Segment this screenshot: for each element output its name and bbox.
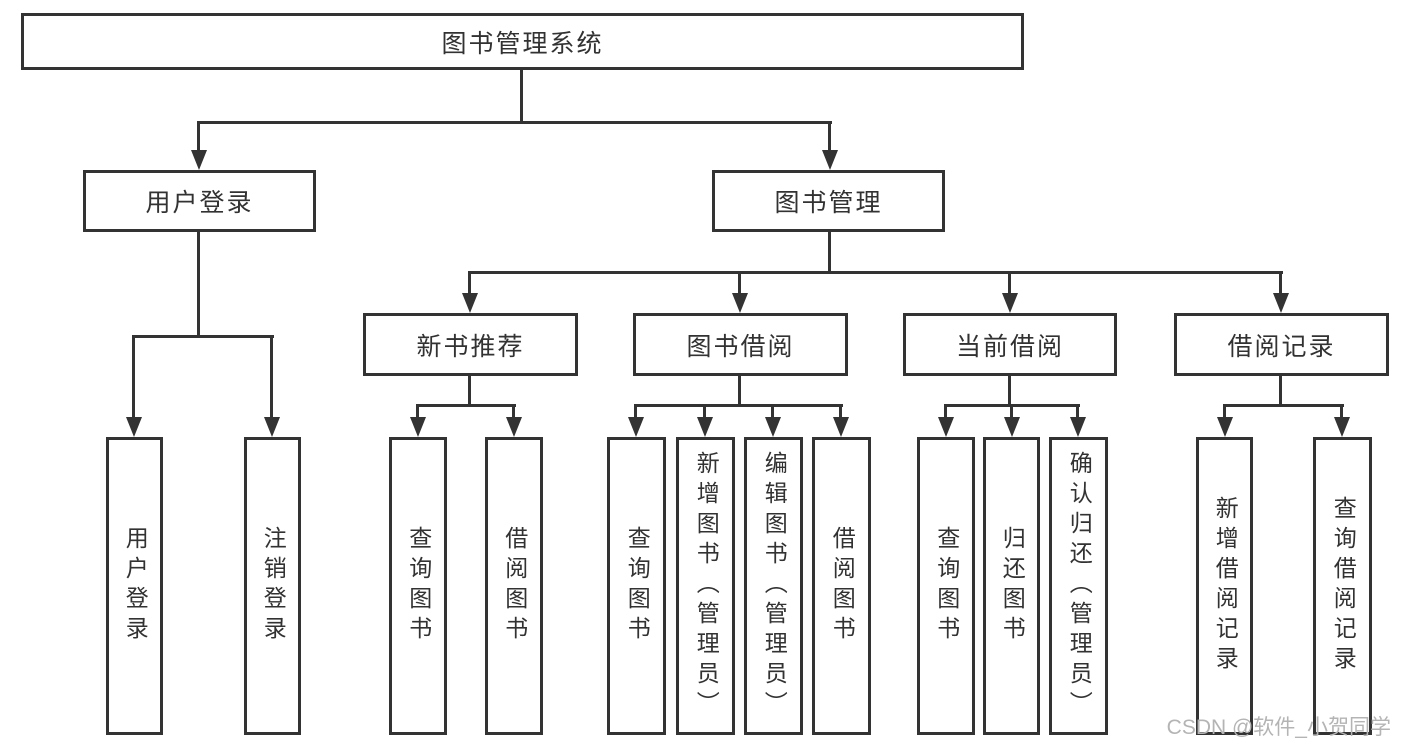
arrow-down-icon xyxy=(822,150,838,170)
node-new-book-rec-label: 新书推荐 xyxy=(416,332,525,361)
leaf-add-book: 新增图书（管理员） xyxy=(676,437,735,735)
leaf-query-book-2-label: 查询图书 xyxy=(624,526,651,646)
connector-arrow-shaft xyxy=(468,271,471,295)
node-borrow-records: 借阅记录 xyxy=(1174,313,1389,376)
leaf-borrow-book-1: 借阅图书 xyxy=(485,437,543,735)
connector-arrow-shaft xyxy=(839,404,842,419)
connector-current-borrow-stub xyxy=(1008,376,1011,407)
leaf-confirm-return-label: 确认归还（管理员） xyxy=(1066,451,1093,721)
leaf-add-record: 新增借阅记录 xyxy=(1196,437,1253,735)
connector-arrow-shaft xyxy=(197,121,200,152)
connector-arrow-shaft xyxy=(1223,404,1226,419)
leaf-query-book-1-label: 查询图书 xyxy=(405,526,432,646)
leaf-borrow-book-2: 借阅图书 xyxy=(812,437,871,735)
node-user-login: 用户登录 xyxy=(83,170,316,232)
arrow-down-icon xyxy=(1070,417,1086,437)
arrow-down-icon xyxy=(126,417,142,437)
leaf-user-login-label: 用户登录 xyxy=(122,526,149,646)
arrow-down-icon xyxy=(833,417,849,437)
leaf-return-book: 归还图书 xyxy=(983,437,1040,735)
connector-arrow-shaft xyxy=(1010,404,1013,419)
arrow-down-icon xyxy=(462,293,478,313)
connector-arrow-shaft xyxy=(944,404,947,419)
node-user-login-label: 用户登录 xyxy=(145,189,254,217)
arrow-down-icon xyxy=(697,417,713,437)
leaf-query-book-3-label: 查询图书 xyxy=(933,526,960,646)
leaf-confirm-return: 确认归还（管理员） xyxy=(1049,437,1108,735)
node-book-borrow: 图书借阅 xyxy=(633,313,848,376)
leaf-edit-book: 编辑图书（管理员） xyxy=(744,437,803,735)
node-book-borrow-label: 图书借阅 xyxy=(686,332,795,361)
connector-user-login-stub xyxy=(197,232,200,338)
node-root: 图书管理系统 xyxy=(21,13,1024,70)
leaf-borrow-book-2-label: 借阅图书 xyxy=(829,526,856,646)
arrow-down-icon xyxy=(506,417,522,437)
leaf-add-book-label: 新增图书（管理员） xyxy=(693,451,720,721)
connector-book-borrow-stub xyxy=(738,376,741,407)
connector-book-mgmt-stub xyxy=(828,232,831,274)
arrow-down-icon xyxy=(1334,417,1350,437)
leaf-query-book-1: 查询图书 xyxy=(389,437,447,735)
leaf-borrow-book-1-label: 借阅图书 xyxy=(501,526,528,646)
csdn-watermark: CSDN @软件_小贺同学 xyxy=(1166,716,1391,739)
connector-arrow-shaft xyxy=(270,335,273,419)
node-root-label: 图书管理系统 xyxy=(441,29,604,58)
leaf-add-record-label: 新增借阅记录 xyxy=(1212,496,1239,676)
connector-hline xyxy=(634,404,843,407)
arrow-down-icon xyxy=(191,150,207,170)
connector-arrow-shaft xyxy=(828,121,831,152)
connector-hline xyxy=(416,404,516,407)
connector-new-book-rec-stub xyxy=(468,376,471,407)
leaf-logout-label: 注销登录 xyxy=(260,526,287,646)
connector-level2-hline xyxy=(197,121,832,124)
arrow-down-icon xyxy=(264,417,280,437)
connector-user-login-hline xyxy=(132,335,274,338)
leaf-query-record-label: 查询借阅记录 xyxy=(1330,496,1357,676)
node-book-mgmt-label: 图书管理 xyxy=(774,189,883,217)
connector-level3-hline xyxy=(469,271,1283,274)
connector-arrow-shaft xyxy=(416,404,419,419)
leaf-logout: 注销登录 xyxy=(244,437,301,735)
connector-arrow-shaft xyxy=(738,271,741,295)
arrow-down-icon xyxy=(938,417,954,437)
connector-arrow-shaft xyxy=(771,404,774,419)
leaf-query-book-2: 查询图书 xyxy=(607,437,666,735)
connector-arrow-shaft xyxy=(512,404,515,419)
connector-arrow-shaft xyxy=(703,404,706,419)
connector-arrow-shaft xyxy=(634,404,637,419)
connector-arrow-shaft xyxy=(132,335,135,419)
node-current-borrow-label: 当前借阅 xyxy=(955,332,1064,361)
arrow-down-icon xyxy=(732,293,748,313)
leaf-edit-book-label: 编辑图书（管理员） xyxy=(761,451,788,721)
arrow-down-icon xyxy=(1004,417,1020,437)
leaf-query-book-3: 查询图书 xyxy=(917,437,975,735)
leaf-query-record: 查询借阅记录 xyxy=(1313,437,1372,735)
connector-arrow-shaft xyxy=(1076,404,1079,419)
arrow-down-icon xyxy=(1217,417,1233,437)
arrow-down-icon xyxy=(1002,293,1018,313)
connector-arrow-shaft xyxy=(1008,271,1011,295)
connector-root-stub xyxy=(520,70,523,124)
connector-arrow-shaft xyxy=(1279,271,1282,295)
node-borrow-records-label: 借阅记录 xyxy=(1227,332,1336,361)
leaf-user-login: 用户登录 xyxy=(106,437,163,735)
arrow-down-icon xyxy=(1273,293,1289,313)
connector-borrow-records-stub xyxy=(1279,376,1282,407)
node-book-mgmt: 图书管理 xyxy=(712,170,945,232)
connector-hline xyxy=(1223,404,1344,407)
node-current-borrow: 当前借阅 xyxy=(903,313,1117,376)
node-new-book-rec: 新书推荐 xyxy=(363,313,578,376)
leaf-return-book-label: 归还图书 xyxy=(999,526,1026,646)
arrow-down-icon xyxy=(410,417,426,437)
arrow-down-icon xyxy=(628,417,644,437)
connector-arrow-shaft xyxy=(1340,404,1343,419)
arrow-down-icon xyxy=(765,417,781,437)
